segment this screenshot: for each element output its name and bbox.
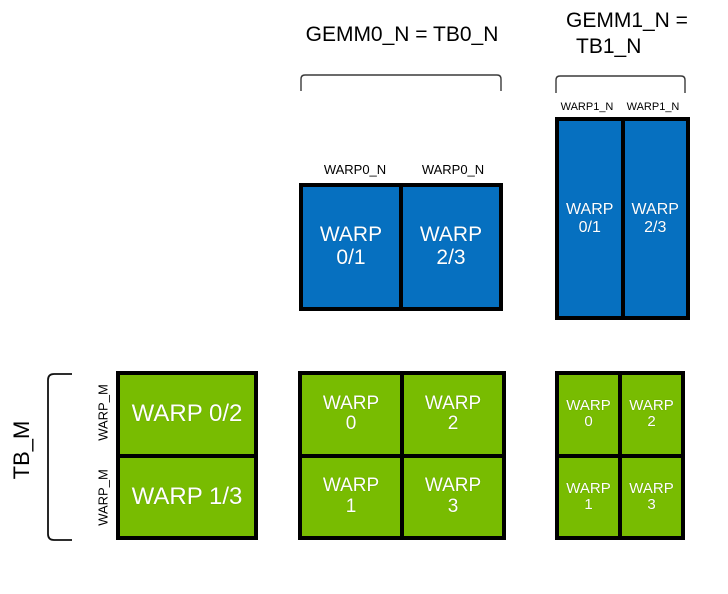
- warp-m-label-top: WARP_M: [95, 384, 111, 441]
- gemm1-blue-block: WARP 0/1 WARP 2/3: [555, 117, 690, 320]
- tb-m-green-block: WARP 0/2 WARP 1/3: [116, 371, 258, 540]
- cell-line-2: 2: [647, 413, 656, 431]
- gemm1-width-bracket: [555, 75, 686, 93]
- cell-line-2: 0: [345, 413, 357, 435]
- cell-line-1: WARP: [629, 479, 674, 497]
- grid-row-bottom: WARP 1 WARP 3: [559, 457, 681, 536]
- cell-line-1: WARP: [424, 475, 482, 497]
- cell-line-2: 0/1: [578, 218, 601, 236]
- vertical-divider: [400, 457, 404, 536]
- gemm0-blue-cell-1[interactable]: WARP 2/3: [403, 187, 499, 307]
- cell-line-1: WARP: [322, 392, 380, 414]
- cell-line-1: WARP: [631, 201, 679, 219]
- gemm1-green-block: WARP 0 WARP 2 WARP 1 WARP 3: [555, 371, 685, 540]
- tb-m-green-cell-1[interactable]: WARP 1/3: [120, 457, 254, 536]
- gemm1-blue-cell-0[interactable]: WARP 0/1: [559, 121, 621, 316]
- grid-row-top: WARP 0 WARP 2: [302, 375, 502, 454]
- cell-line-2: 3: [647, 495, 656, 513]
- horizontal-divider: [559, 453, 681, 458]
- cell-line-2: 0: [584, 413, 593, 431]
- gemm0-green-cell-3[interactable]: WARP 3: [404, 457, 502, 536]
- grid-row-bottom: WARP 1 WARP 3: [302, 457, 502, 536]
- cell-line-1: WARP: [322, 475, 380, 497]
- gemm1-green-cell-0[interactable]: WARP 0: [559, 375, 618, 454]
- warp1-n-label-left: WARP1_N: [560, 101, 614, 113]
- horizontal-divider: [302, 453, 502, 458]
- cell-line-2: 1: [345, 495, 357, 517]
- cell-line-1: WARP: [419, 223, 483, 247]
- grid-row-top: WARP 0 WARP 2: [559, 375, 681, 454]
- cell-line-1: WARP: [319, 223, 383, 247]
- warp1-n-label-right: WARP1_N: [626, 101, 680, 113]
- vertical-divider: [620, 121, 625, 316]
- gemm0-blue-block: WARP 0/1 WARP 2/3: [299, 183, 503, 311]
- cell-line-2: 2: [447, 413, 459, 435]
- gemm1-title-line1: GEMM1_N =: [566, 9, 688, 32]
- tb-m-label: TB_M: [9, 420, 34, 480]
- cell-line-1: WARP: [629, 397, 674, 415]
- tb-m-green-cell-0[interactable]: WARP 0/2: [120, 375, 254, 454]
- cell-line-2: 2/3: [644, 218, 667, 236]
- horizontal-divider: [120, 453, 254, 458]
- vertical-divider: [399, 187, 403, 307]
- warp0-n-label-right: WARP0_N: [421, 162, 485, 177]
- gemm0-title: GEMM0_N = TB0_N: [305, 23, 499, 46]
- gemm0-green-block: WARP 0 WARP 2 WARP 1 WARP 3: [298, 371, 506, 540]
- cell-line-2: 3: [447, 495, 459, 517]
- gemm0-green-cell-1[interactable]: WARP 2: [404, 375, 502, 454]
- vertical-divider: [400, 375, 404, 454]
- warp-m-label-bottom: WARP_M: [95, 469, 111, 526]
- gemm1-title-line2: TB1_N: [576, 35, 642, 58]
- cell-line-1: WARP 0/2: [131, 400, 243, 428]
- gemm1-green-cell-3[interactable]: WARP 3: [622, 457, 681, 536]
- gemm1-blue-cell-1[interactable]: WARP 2/3: [624, 121, 686, 316]
- cell-line-2: 0/1: [336, 246, 366, 269]
- tb-m-height-bracket: [47, 373, 72, 541]
- cell-line-2: 1: [584, 495, 593, 513]
- gemm0-green-cell-2[interactable]: WARP 1: [302, 457, 400, 536]
- warp0-n-label-left: WARP0_N: [323, 162, 387, 177]
- cell-line-1: WARP: [566, 201, 614, 219]
- gemm1-green-cell-2[interactable]: WARP 1: [559, 457, 618, 536]
- cell-line-2: 2/3: [436, 246, 466, 269]
- cell-line-1: WARP: [566, 479, 611, 497]
- cell-line-1: WARP: [566, 397, 611, 415]
- gemm1-green-cell-1[interactable]: WARP 2: [622, 375, 681, 454]
- vertical-divider: [618, 375, 622, 454]
- vertical-divider: [618, 457, 622, 536]
- gemm0-green-cell-0[interactable]: WARP 0: [302, 375, 400, 454]
- cell-line-1: WARP 1/3: [131, 482, 243, 510]
- gemm0-width-bracket: [300, 74, 502, 91]
- gemm0-blue-cell-0[interactable]: WARP 0/1: [303, 187, 399, 307]
- cell-line-1: WARP: [424, 392, 482, 414]
